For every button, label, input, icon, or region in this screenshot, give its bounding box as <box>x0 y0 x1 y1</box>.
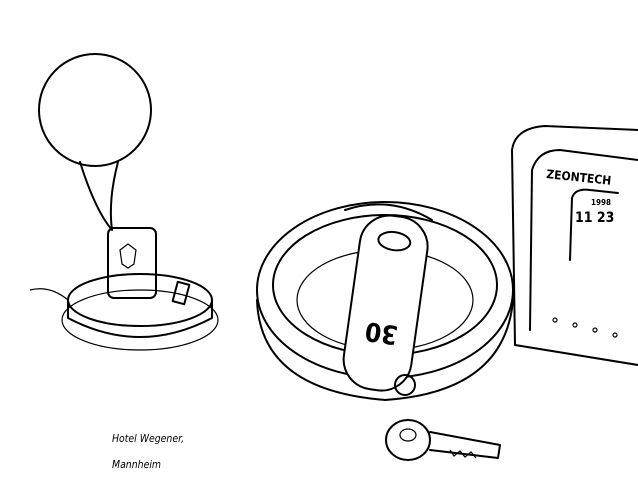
key-tag: 30 <box>342 214 429 392</box>
lamp <box>29 53 219 351</box>
clock-time: 11 23 <box>575 210 614 226</box>
clock-year: 1998 <box>591 198 611 207</box>
caption-city: Mannheim <box>112 458 162 471</box>
alarm-clock: ZEONTECH 1998 11 23 <box>511 125 638 366</box>
clock-brand: ZEONTECH <box>546 167 612 188</box>
key <box>385 374 501 461</box>
key-tag-number: 30 <box>363 315 399 349</box>
caption-hotel: Hotel Wegener, <box>112 432 185 445</box>
